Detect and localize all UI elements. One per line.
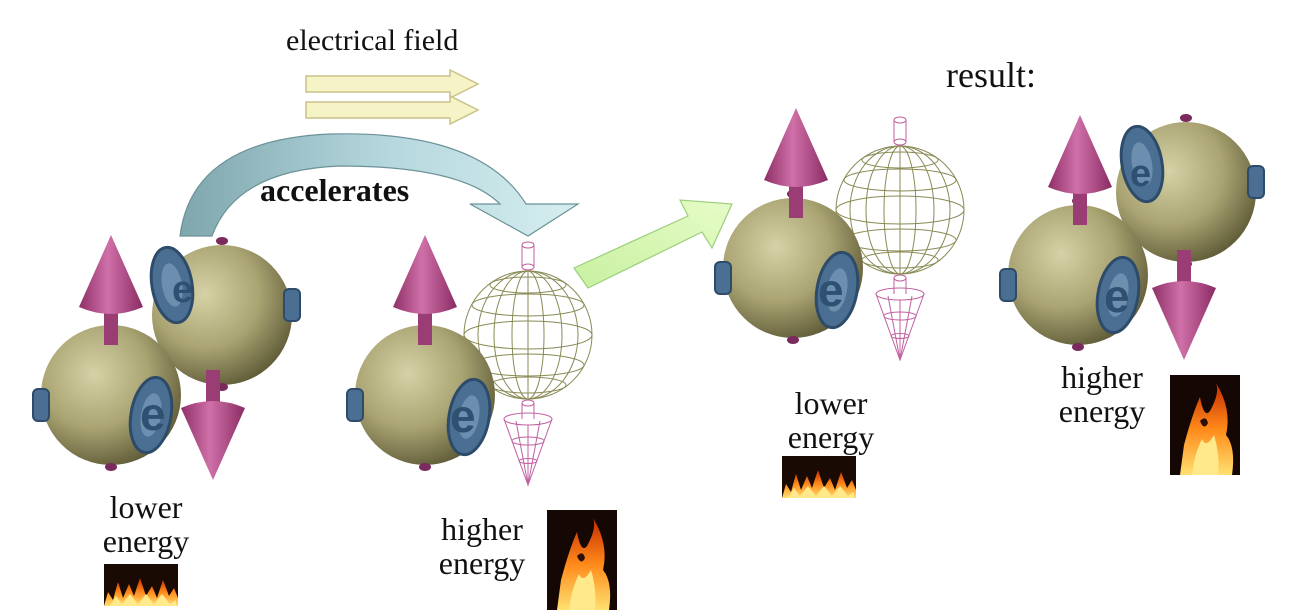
electron-pair-result-higher: e e xyxy=(999,114,1265,360)
electrical-field-arrows xyxy=(305,68,480,126)
state-label-line1: lower xyxy=(794,385,868,421)
result-label: result: xyxy=(946,55,1036,95)
state-label-excited: higher energy xyxy=(424,512,540,580)
state-label-line1: higher xyxy=(441,511,523,547)
electron-pair-result-lower: e xyxy=(714,108,965,361)
state-label-result-lower: lower energy xyxy=(776,386,886,454)
electron-letter-d: e xyxy=(818,264,844,316)
state-label-line1: lower xyxy=(109,489,183,525)
state-label-result-higher: higher energy xyxy=(1046,360,1158,428)
electron-letter-a: e xyxy=(172,269,193,311)
electron-letter-c: e xyxy=(450,390,476,442)
fire-small-icon xyxy=(104,564,178,606)
fire-small-icon xyxy=(782,456,856,498)
electron-letter-e: e xyxy=(1130,153,1151,195)
field-arrow-lower xyxy=(305,94,480,126)
state-label-initial: lower energy xyxy=(96,490,196,558)
fire-tall-icon xyxy=(547,510,617,610)
state-label-line2: energy xyxy=(1058,393,1146,429)
state-label-line1: higher xyxy=(1061,359,1143,395)
electron-letter-b: e xyxy=(140,388,166,440)
electrical-field-label: electrical field xyxy=(286,24,459,57)
state-label-line2: energy xyxy=(102,523,190,559)
electron-pair-excited: e xyxy=(346,235,593,486)
result-arrow xyxy=(573,199,733,289)
field-arrow-upper xyxy=(305,68,480,100)
electron-letter-f: e xyxy=(1104,270,1130,322)
accelerates-label: accelerates xyxy=(260,172,410,208)
state-label-line2: energy xyxy=(438,545,526,581)
fire-tall-icon xyxy=(1170,375,1240,475)
electron-pair-initial: e e xyxy=(32,235,301,480)
accelerates-curved-arrow xyxy=(179,133,581,237)
state-label-line2: energy xyxy=(787,419,875,455)
